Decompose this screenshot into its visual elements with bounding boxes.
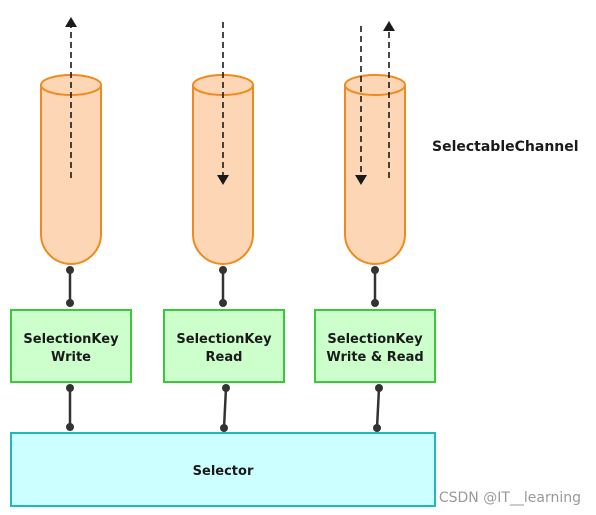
channel-write-read	[344, 21, 406, 265]
key-selector-connectors	[66, 384, 383, 432]
selection-key-box	[314, 309, 436, 383]
selection-key-mode: Read	[206, 350, 243, 365]
channel-write	[40, 17, 102, 265]
selection-key-read: SelectionKey Read	[163, 309, 285, 383]
selection-key-write-read: SelectionKey Write & Read	[314, 309, 436, 383]
selection-key-box	[163, 309, 285, 383]
selector-label: Selector	[193, 464, 254, 479]
selector-box	[10, 432, 436, 507]
selection-key-title: SelectionKey	[327, 332, 423, 347]
selector: Selector	[10, 432, 436, 507]
selection-key-write: SelectionKey Write	[10, 309, 132, 383]
channel-tube	[344, 85, 406, 265]
selection-key-box	[10, 309, 132, 383]
selectable-channel-label: SelectableChannel	[432, 139, 579, 155]
channel-key-connectors	[66, 266, 379, 307]
selection-key-title: SelectionKey	[176, 332, 272, 347]
channel-read	[192, 22, 254, 265]
channel-top	[344, 74, 406, 96]
watermark: CSDN @IT__learning	[439, 490, 581, 506]
selection-key-mode: Write & Read	[326, 350, 423, 365]
selection-key-mode: Write	[51, 350, 91, 365]
selection-key-title: SelectionKey	[23, 332, 119, 347]
